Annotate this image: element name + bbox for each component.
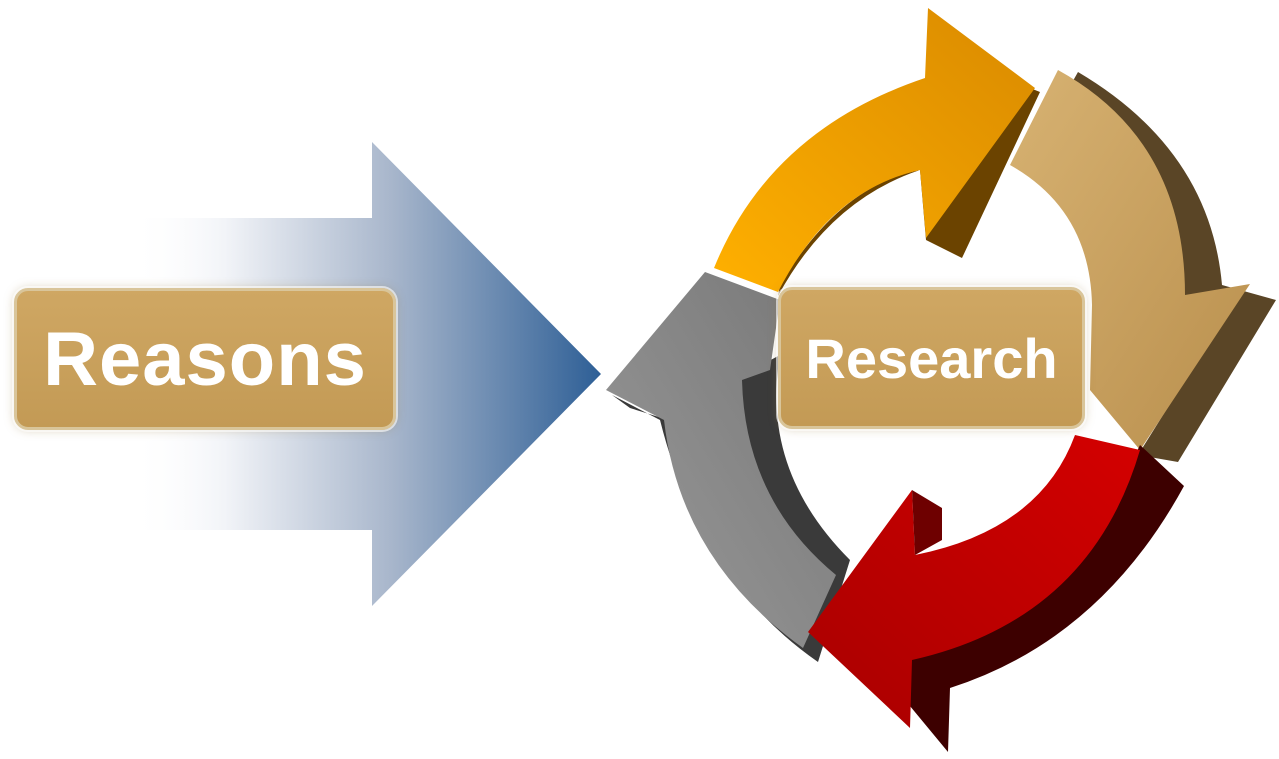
cycle-arrow-red — [808, 435, 1140, 728]
cycle-arrow-red-head-shade — [912, 490, 942, 555]
cycle-arrow-orange — [714, 8, 1035, 292]
reasons-label-box: Reasons — [14, 288, 396, 430]
cycle-arrow-tan — [1010, 70, 1250, 450]
research-label: Research — [805, 326, 1058, 390]
reasons-label: Reasons — [43, 316, 367, 402]
cycle-arrow-tan-depth — [1065, 72, 1276, 462]
cycle-arrow-gray — [606, 272, 836, 648]
research-label-box: Research — [778, 287, 1085, 429]
